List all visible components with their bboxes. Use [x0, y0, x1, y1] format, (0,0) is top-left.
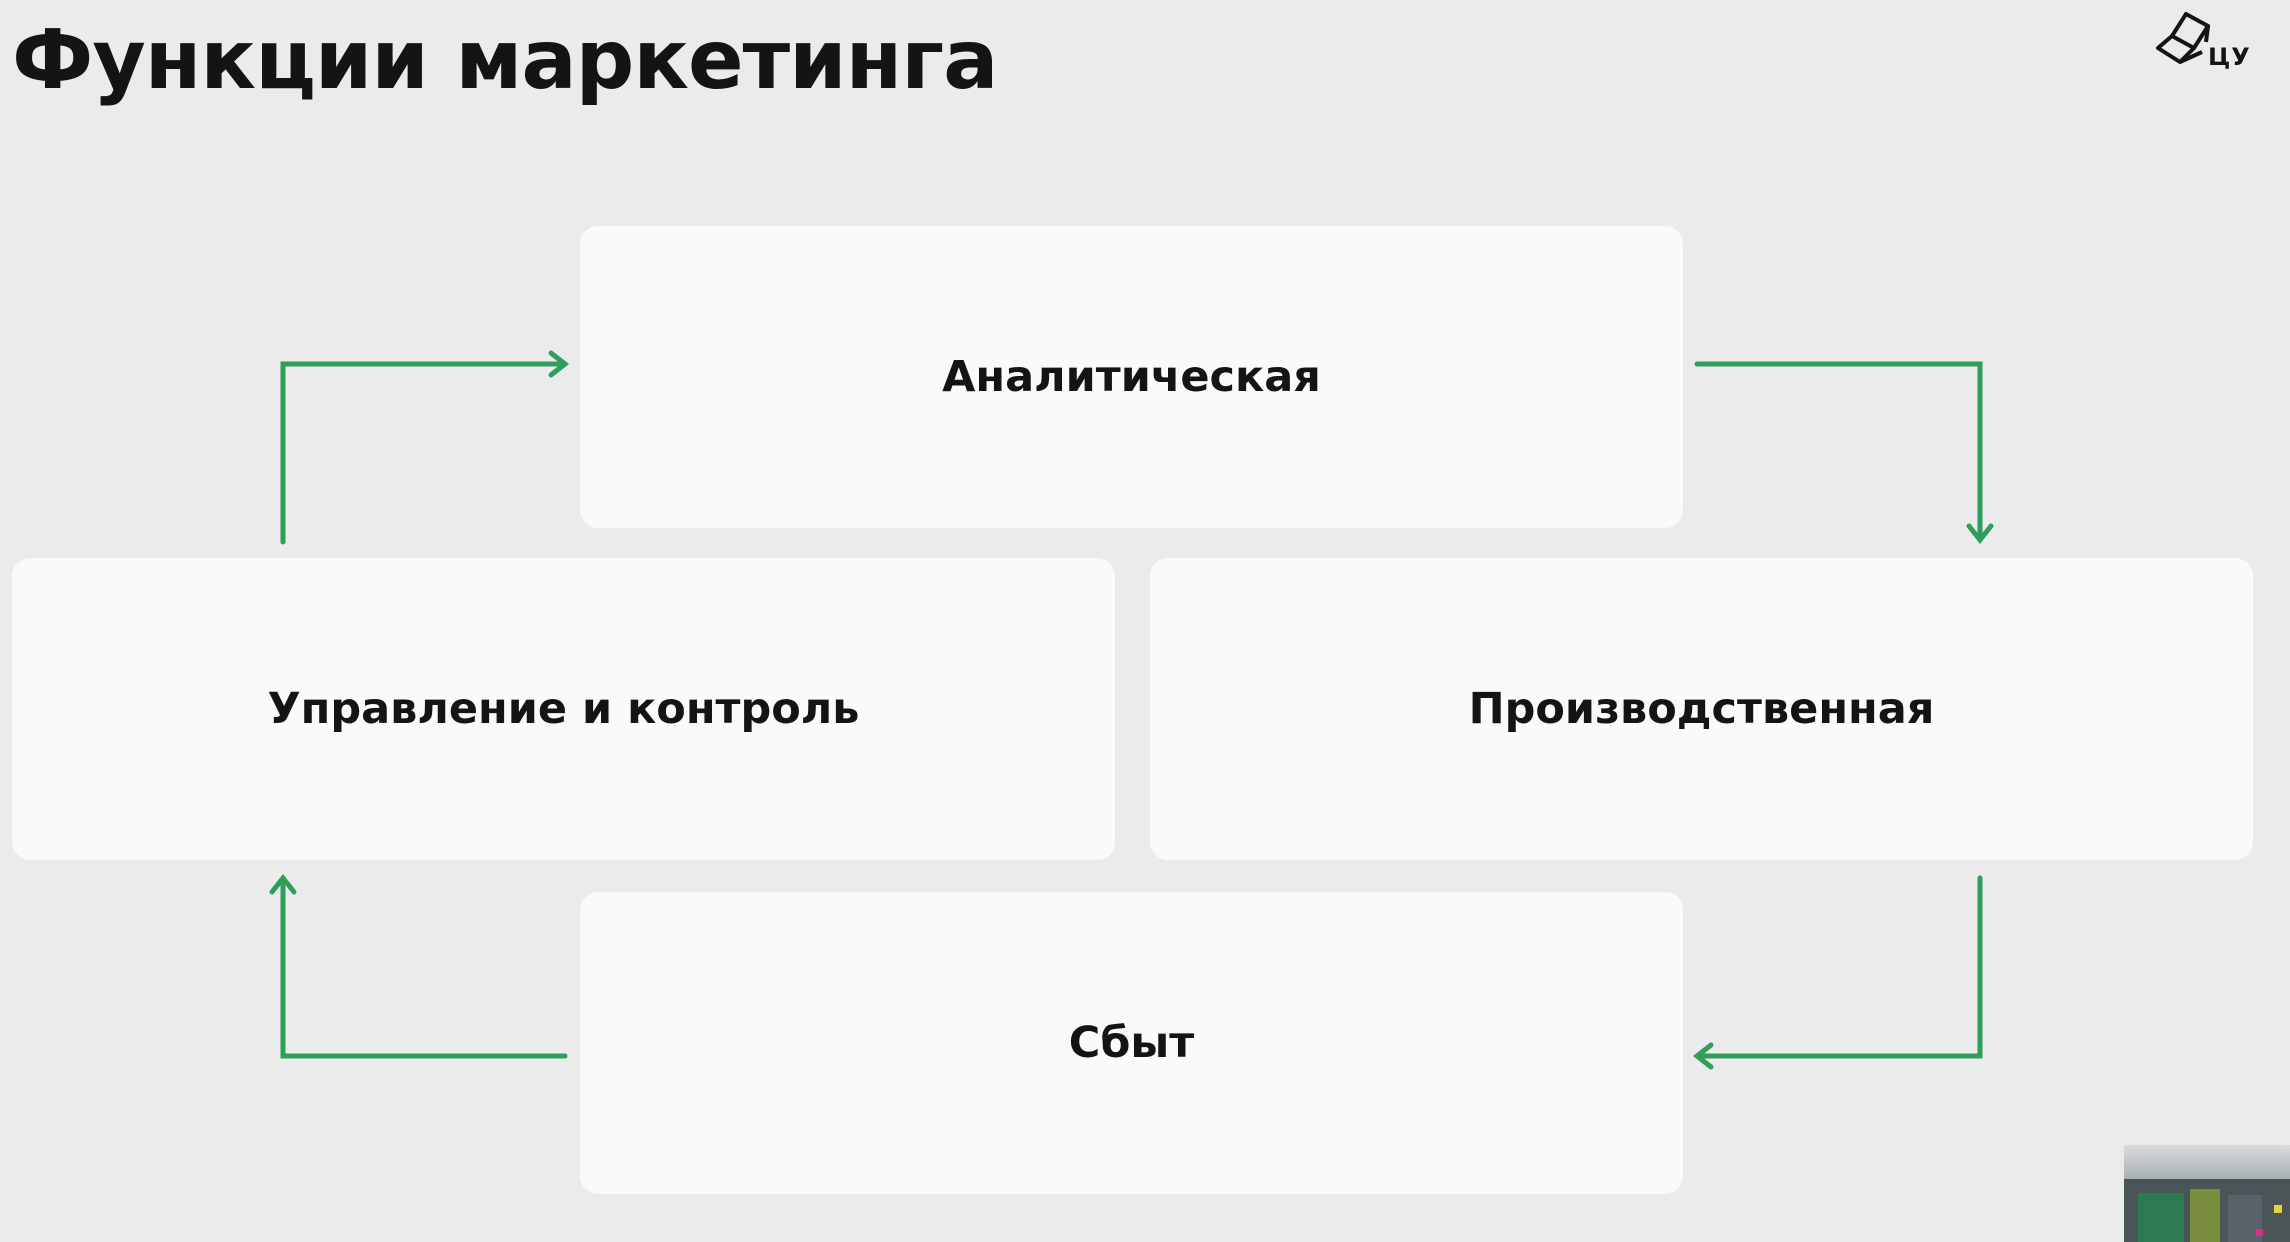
arrowhead-sales-to-control [269, 873, 297, 895]
thumbnail-panel [2190, 1189, 2220, 1242]
node-sales: Сбыт [580, 892, 1683, 1194]
arrowhead-analytic-to-product [1966, 523, 1994, 545]
slide-title: Функции маркетинга [12, 13, 998, 108]
node-analytic: Аналитическая [580, 226, 1683, 528]
node-product-label: Производственная [1468, 684, 1935, 734]
node-control: Управление и контроль [12, 558, 1115, 860]
thumbnail-dot [2274, 1205, 2282, 1213]
node-control-label: Управление и контроль [267, 684, 860, 734]
node-product: Производственная [1150, 558, 2253, 860]
arrow-product-to-sales [1697, 875, 1983, 1059]
arrowhead-control-to-analytic [548, 350, 570, 378]
node-analytic-label: Аналитическая [942, 352, 1321, 402]
arrow-sales-to-control [280, 878, 568, 1059]
arrow-analytic-to-product [1694, 361, 1983, 540]
camera-feed-thumbnail [2124, 1145, 2290, 1242]
cube-outline-icon [2156, 12, 2210, 64]
thumbnail-panel [2138, 1193, 2184, 1242]
logo-text: ЦУ [2208, 43, 2251, 71]
thumbnail-dot [2256, 1229, 2263, 1236]
arrowhead-product-to-sales [1692, 1042, 1714, 1070]
thumbnail-ceiling [2124, 1145, 2290, 1179]
node-sales-label: Сбыт [1068, 1018, 1195, 1068]
arrow-control-to-analytic [280, 361, 565, 545]
